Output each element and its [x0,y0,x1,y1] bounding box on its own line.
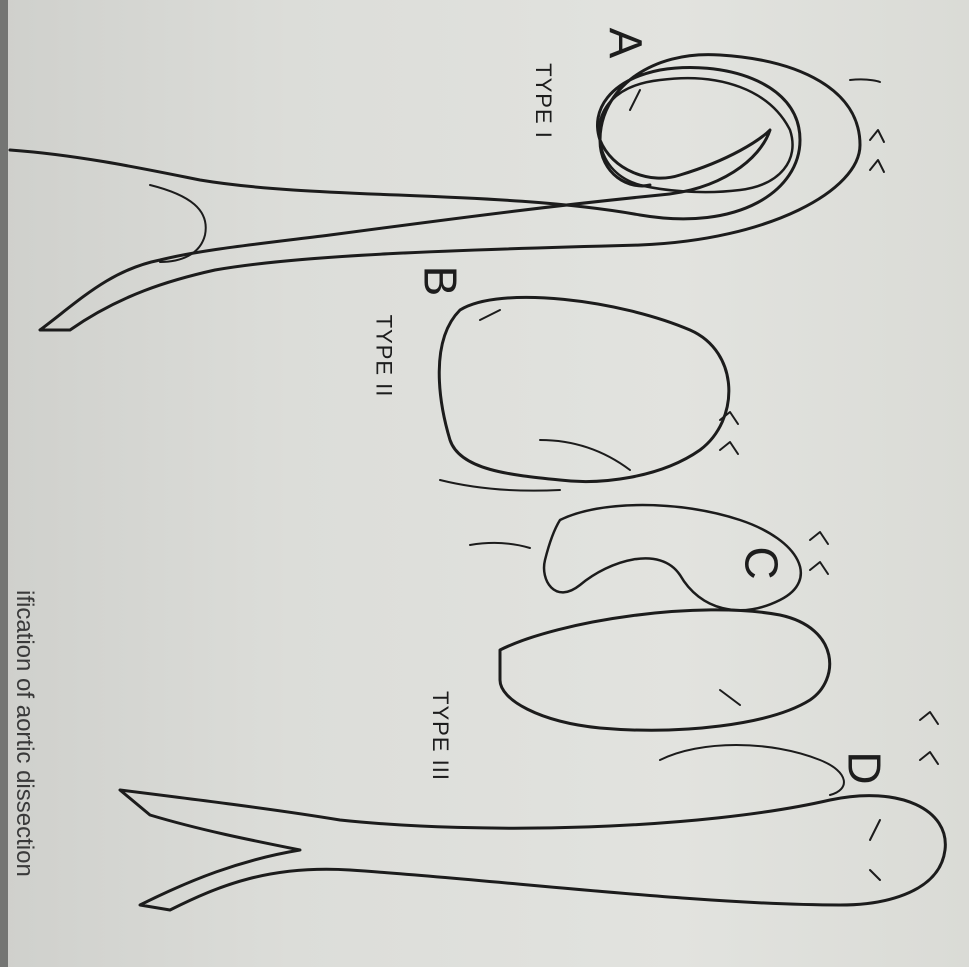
panel-letter-c: C [739,546,785,579]
type-label-b: TYPE II [372,315,394,398]
type-label-a: TYPE I [532,63,554,139]
type-label-iii: TYPE III [429,691,451,781]
panel-letter-b: B [417,266,463,297]
panel-c-aorta [500,505,830,730]
panel-letter-d: D [842,751,888,784]
panel-letter-a: A [602,28,648,59]
panel-b-aorta [439,297,729,490]
panel-d-aorta [120,745,945,910]
figure-caption-fragment: ification of aortic dissection [10,590,38,877]
